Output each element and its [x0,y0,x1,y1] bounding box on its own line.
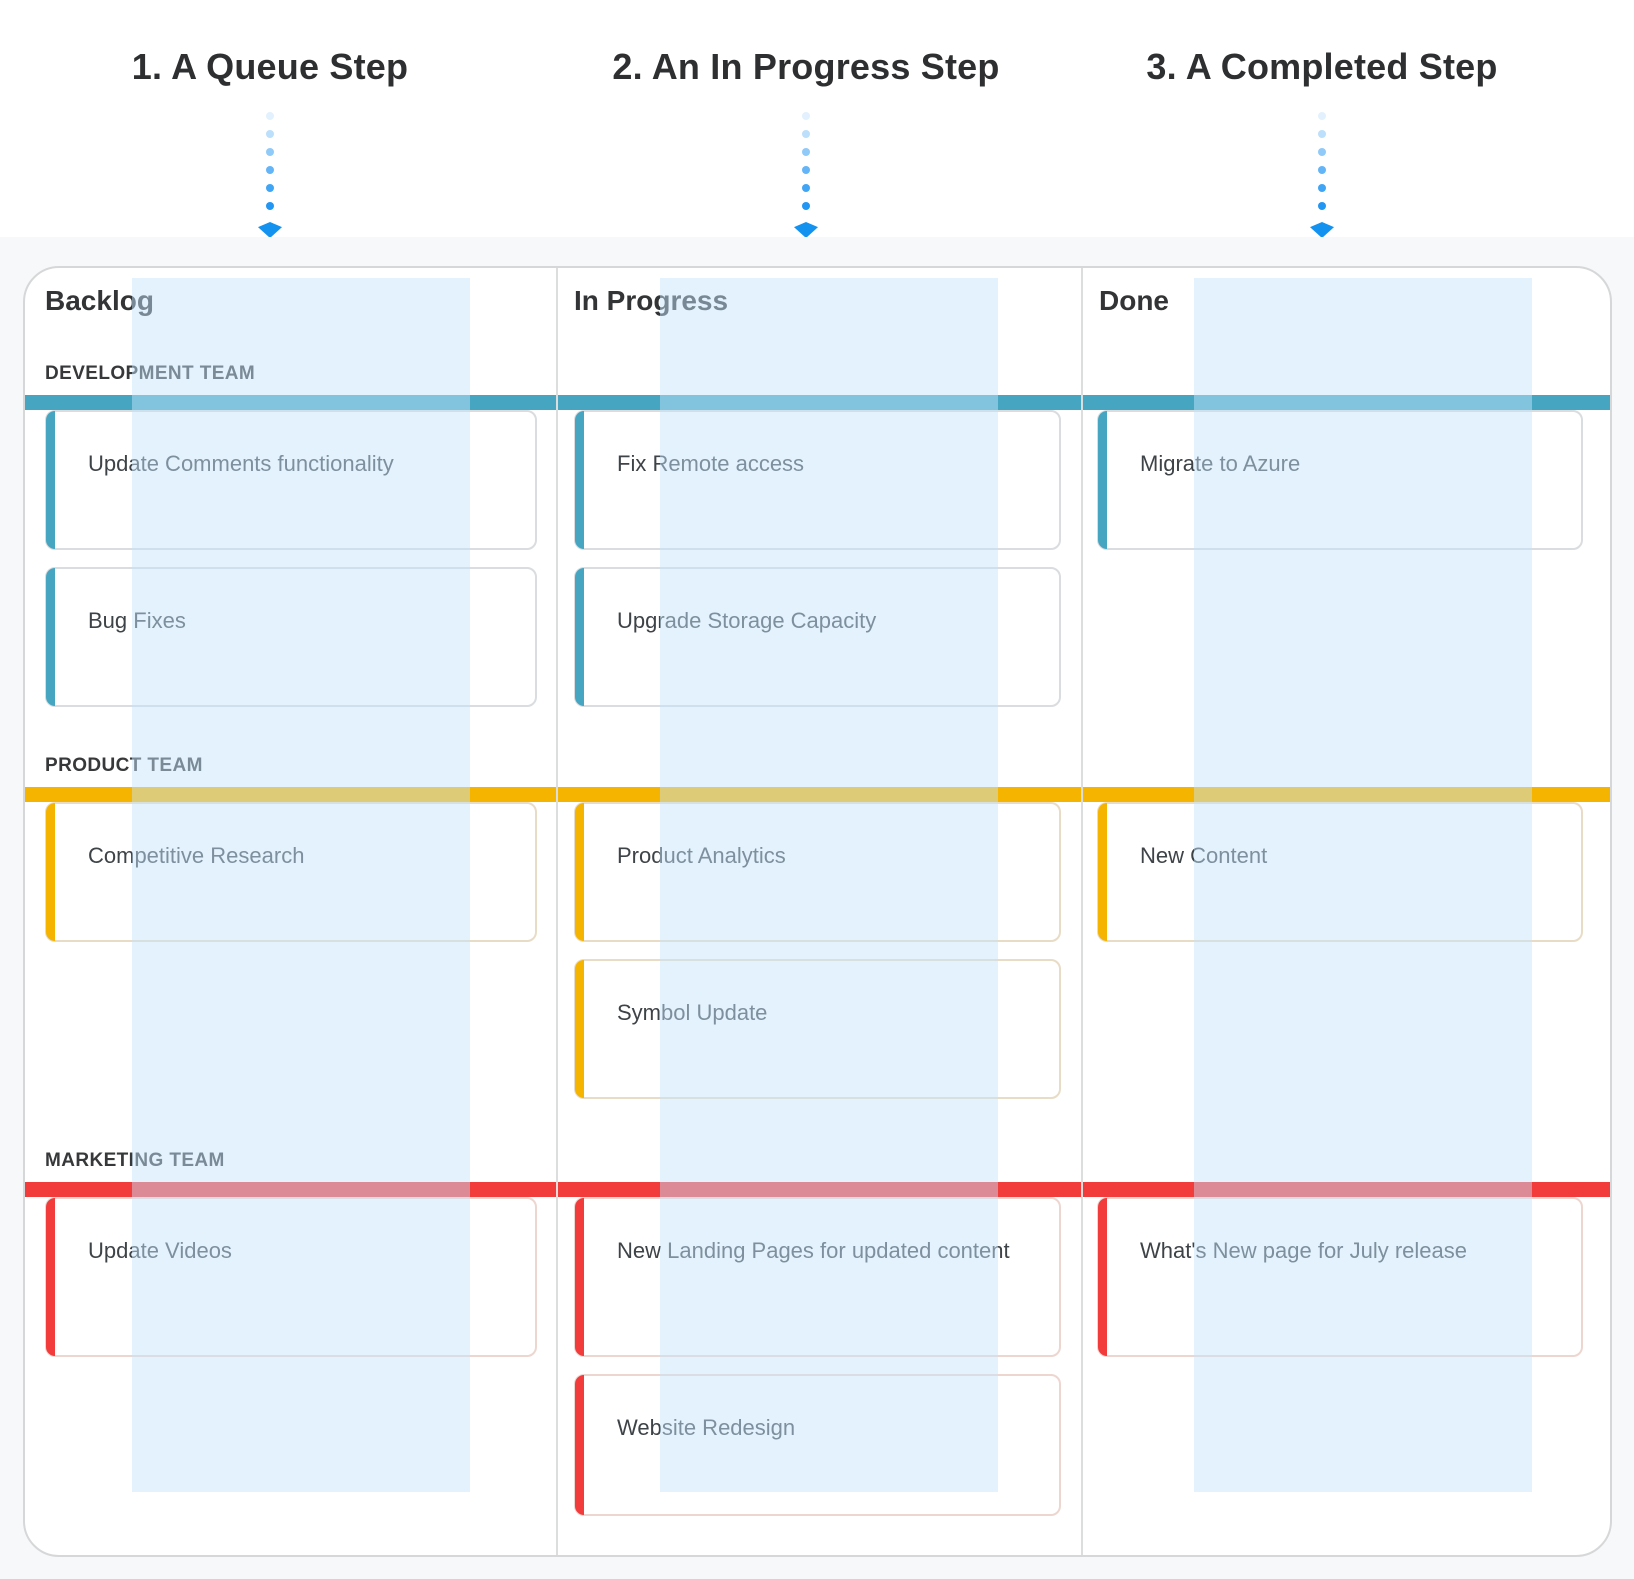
card-accent-bar [46,803,55,941]
lane-color-bar [558,395,1081,410]
card-title: Competitive Research [88,843,305,868]
lane-product-team: New Content [1083,755,1610,1150]
step-label-queue: 1. A Queue Step [131,46,409,87]
lane-marketing-team: What's New page for July release [1083,1150,1610,1551]
column-title: Done [1099,285,1169,316]
lane-color-bar [558,1182,1081,1197]
arrow-dot [266,130,274,138]
card-title: Symbol Update [617,1000,768,1025]
card[interactable]: New Landing Pages for updated content [574,1197,1061,1357]
arrow-dot [802,202,810,210]
lane-color-bar [1083,395,1610,410]
card-title: What's New page for July release [1140,1238,1468,1263]
arrow-dot [802,112,810,120]
arrow-dot [1318,184,1326,192]
card-title: Fix Remote access [617,451,805,476]
lane-color-bar [25,1182,556,1197]
column-backlog: Backlog DEVELOPMENT TEAM Update Comments… [25,268,556,1555]
lane-product-team: PRODUCT TEAM Competitive Research [25,755,556,1150]
lane-development-team: DEVELOPMENT TEAM Update Comments functio… [25,363,556,755]
arrow-dot [266,166,274,174]
step-arrow-completed [1310,112,1334,238]
step-label-in-progress: 2. An In Progress Step [612,46,1000,87]
step-label-completed: 3. A Completed Step [1146,46,1498,87]
card-accent-bar [575,568,584,706]
lane-marketing-team: New Landing Pages for updated content We… [558,1150,1081,1551]
lane-color-bar [25,395,556,410]
arrowhead-down-icon [258,222,282,238]
lane-color-bar [1083,1182,1610,1197]
card[interactable]: Symbol Update [574,959,1061,1099]
card[interactable]: Update Videos [45,1197,537,1357]
card[interactable]: Upgrade Storage Capacity [574,567,1061,707]
column-in-progress: In Progress Fix Remote access Upgrade St… [556,268,1081,1555]
card[interactable]: Competitive Research [45,802,537,942]
card-accent-bar [46,1198,55,1356]
card[interactable]: Website Redesign [574,1374,1061,1516]
lane-marketing-team: MARKETING TEAM Update Videos [25,1150,556,1551]
card-accent-bar [575,411,584,549]
lane-label: MARKETING TEAM [45,1150,225,1171]
lane-development-team: Migrate to Azure [1083,363,1610,755]
card-accent-bar [575,803,584,941]
card-title: Website Redesign [617,1415,796,1440]
arrow-dot [1318,148,1326,156]
card-title: Migrate to Azure [1140,451,1301,476]
card-title: Bug Fixes [88,608,186,633]
kanban-board: Backlog DEVELOPMENT TEAM Update Comments… [23,266,1612,1557]
lane-development-team: Fix Remote access Upgrade Storage Capaci… [558,363,1081,755]
card-accent-bar [46,568,55,706]
arrow-dot [1318,112,1326,120]
card[interactable]: What's New page for July release [1097,1197,1583,1357]
arrowhead-down-icon [1310,222,1334,238]
card-accent-bar [1098,411,1107,549]
card[interactable]: Fix Remote access [574,410,1061,550]
card[interactable]: New Content [1097,802,1583,942]
lane-color-bar [1083,787,1610,802]
card-title: Upgrade Storage Capacity [617,608,877,633]
column-title: In Progress [574,285,729,316]
arrow-dot [802,130,810,138]
card-title: New Landing Pages for updated content [617,1238,1010,1263]
arrow-dot [266,112,274,120]
arrow-dot [802,148,810,156]
lane-label: PRODUCT TEAM [45,755,203,776]
card-title: Update Videos [88,1238,232,1263]
arrow-dot [266,184,274,192]
arrow-dot [1318,130,1326,138]
card[interactable]: Update Comments functionality [45,410,537,550]
arrow-dot [802,184,810,192]
card-accent-bar [575,1375,584,1515]
card-title: New Content [1140,843,1268,868]
card-title: Update Comments functionality [88,451,394,476]
card-accent-bar [575,960,584,1098]
card-title: Product Analytics [617,843,786,868]
column-title: Backlog [45,285,154,316]
card[interactable]: Bug Fixes [45,567,537,707]
arrowhead-down-icon [794,222,818,238]
arrow-dot [1318,202,1326,210]
lane-color-bar [558,787,1081,802]
lane-product-team: Product Analytics Symbol Update [558,755,1081,1150]
step-arrow-queue [258,112,282,238]
arrow-dot [1318,166,1326,174]
lane-label: DEVELOPMENT TEAM [45,363,256,384]
card-accent-bar [46,411,55,549]
card-accent-bar [1098,1198,1107,1356]
arrow-dot [266,202,274,210]
card[interactable]: Migrate to Azure [1097,410,1583,550]
column-done: Done Migrate to Azure New Content [1081,268,1610,1555]
card-accent-bar [575,1198,584,1356]
step-arrow-in-progress [794,112,818,238]
lane-color-bar [25,787,556,802]
arrow-dot [802,166,810,174]
arrow-dot [266,148,274,156]
card[interactable]: Product Analytics [574,802,1061,942]
card-accent-bar [1098,803,1107,941]
